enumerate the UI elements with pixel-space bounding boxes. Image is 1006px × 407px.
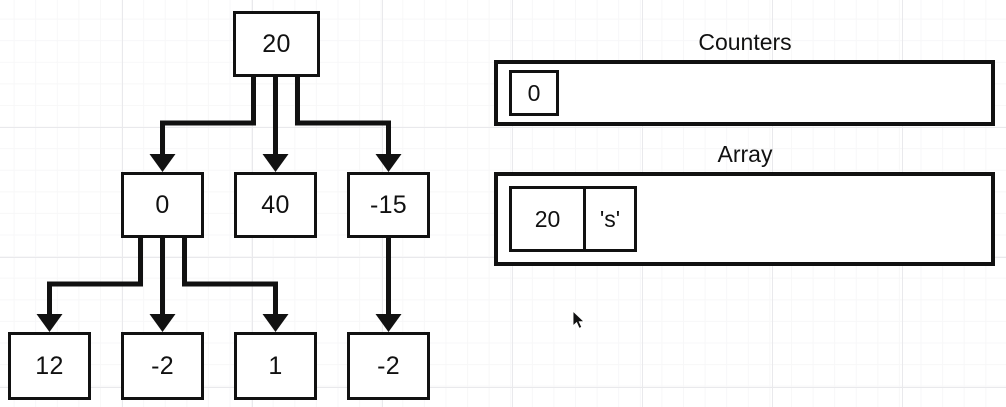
array-panel-title: Array xyxy=(717,141,773,167)
tree-node-level1-1[interactable]: 0 xyxy=(121,172,204,238)
tree-node-root[interactable]: 20 xyxy=(233,11,320,77)
tree-node-level2-4[interactable]: -2 xyxy=(347,332,430,400)
tree-node-level1-2[interactable]: 40 xyxy=(234,172,317,238)
edge-0-to-minus2-left xyxy=(149,238,176,332)
counters-panel-box[interactable] xyxy=(494,60,995,126)
counters-panel-title: Counters xyxy=(698,29,792,55)
edge-0-to-12 xyxy=(36,238,143,332)
edge-20-to-0 xyxy=(149,77,256,172)
tree-node-level2-3[interactable]: 1 xyxy=(234,332,317,400)
array-cell-1[interactable]: 's' xyxy=(586,186,637,252)
edge-minus15-to-minus2 xyxy=(375,238,402,332)
edge-20-to-40 xyxy=(262,77,289,172)
array-cell-row: 20 's' xyxy=(509,186,637,252)
counters-cell-row: 0 xyxy=(509,70,559,116)
tree-node-level1-3[interactable]: -15 xyxy=(347,172,430,238)
counters-cell[interactable]: 0 xyxy=(509,70,559,116)
edge-0-to-1 xyxy=(182,238,289,332)
tree-node-level2-1[interactable]: 12 xyxy=(8,332,91,400)
tree-node-level2-2[interactable]: -2 xyxy=(121,332,204,400)
edge-20-to-minus15 xyxy=(295,77,402,172)
mouse-pointer-icon xyxy=(572,310,586,329)
array-cell-0[interactable]: 20 xyxy=(509,186,586,252)
